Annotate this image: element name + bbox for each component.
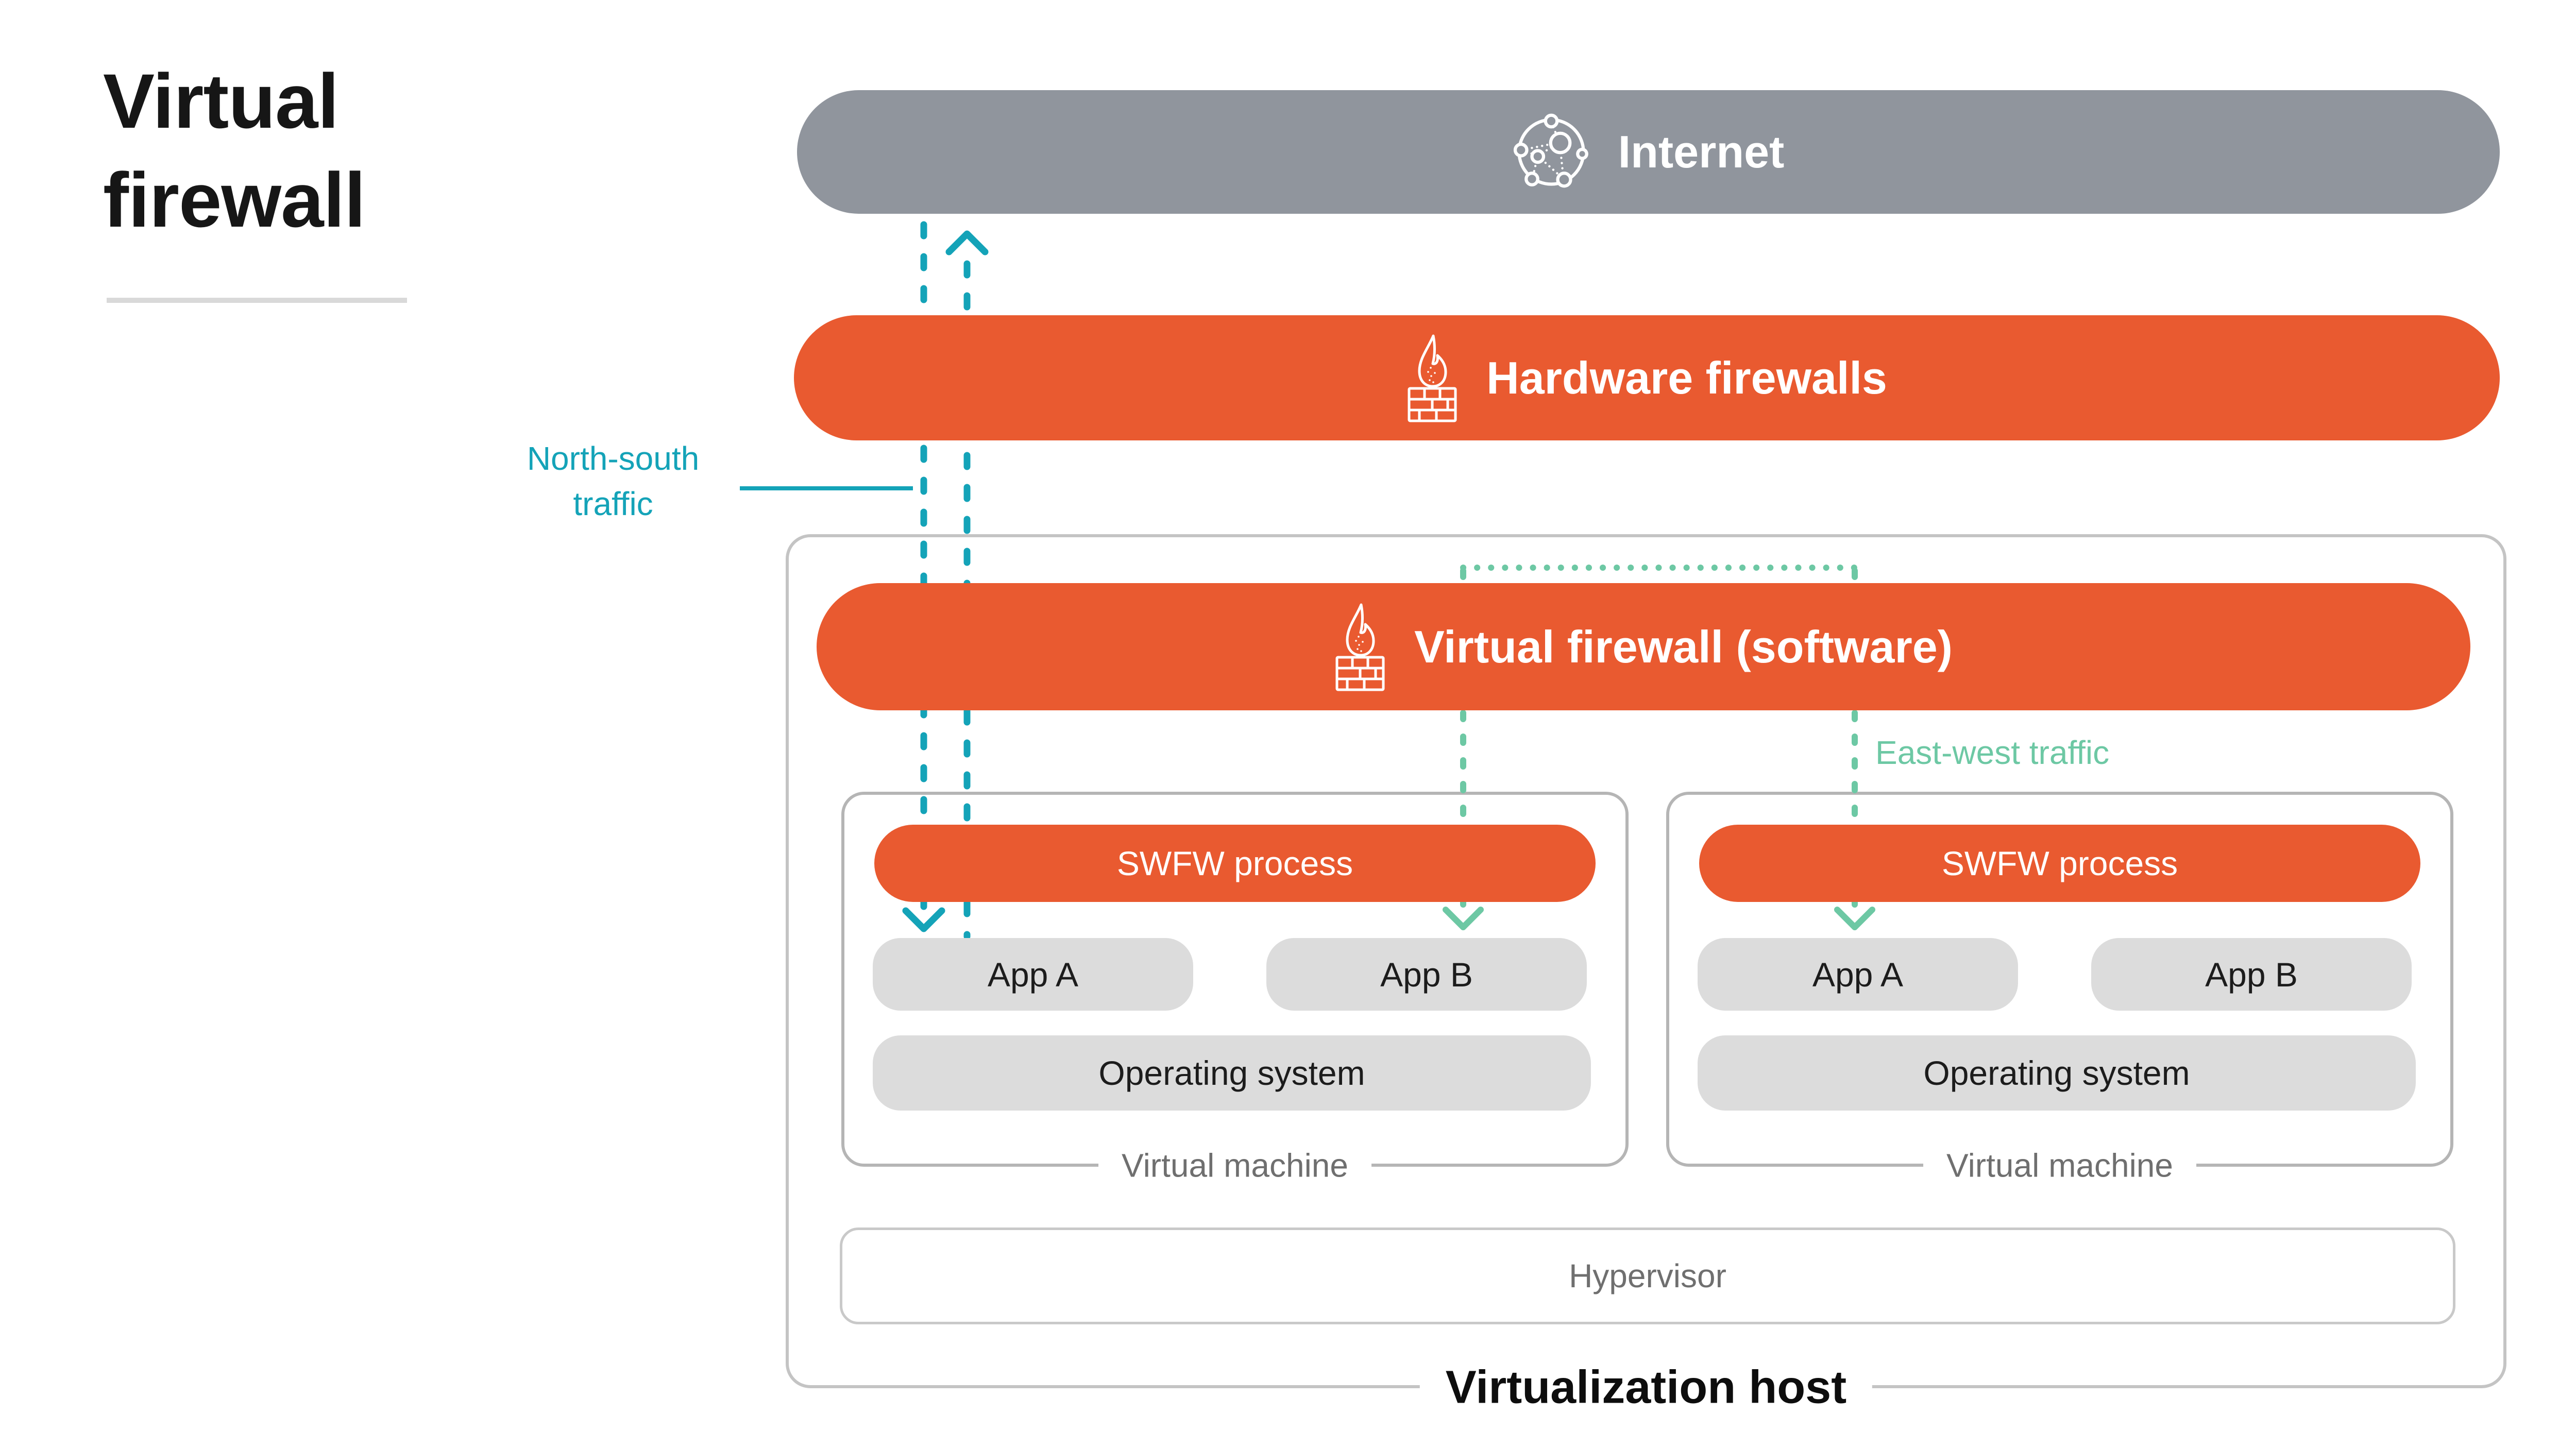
vm1-app-b-pill: App B bbox=[1266, 938, 1587, 1011]
virtualization-host-label: Virtualization host bbox=[1419, 1361, 1873, 1414]
vm2-app-a-label: App A bbox=[1812, 955, 1904, 994]
vm1-operating-system-pill: Operating system bbox=[873, 1035, 1591, 1111]
vm2-swfw-process-bar: SWFW process bbox=[1699, 825, 2420, 902]
vm1-app-b-label: App B bbox=[1380, 955, 1473, 994]
hypervisor-label: Hypervisor bbox=[1569, 1257, 1726, 1294]
vm2-app-b-pill: App B bbox=[2091, 938, 2412, 1011]
hardware-firewalls-bar: Hardware firewalls bbox=[794, 315, 2500, 440]
hypervisor-box: Hypervisor bbox=[840, 1228, 2455, 1324]
east-west-traffic-label: East-west traffic bbox=[1875, 734, 2110, 771]
internet-label: Internet bbox=[1618, 126, 1785, 177]
north-south-traffic-label: North-south traffic bbox=[527, 440, 700, 522]
vm1-app-a-pill: App A bbox=[873, 938, 1193, 1011]
vm1-swfw-process-label: SWFW process bbox=[1116, 844, 1353, 882]
hardware-firewalls-label: Hardware firewalls bbox=[1486, 352, 1887, 403]
vm2-app-a-pill: App A bbox=[1698, 938, 2018, 1011]
firewall-flame-brick-icon bbox=[1408, 334, 1457, 422]
vm1-swfw-process-bar: SWFW process bbox=[874, 825, 1596, 902]
virtual-firewall-label: Virtual firewall (software) bbox=[1414, 621, 1953, 672]
vm2-operating-system-pill: Operating system bbox=[1698, 1035, 2416, 1111]
vm1-label: Virtual machine bbox=[1098, 1146, 1371, 1185]
vm1-box: Virtual machine bbox=[841, 792, 1629, 1185]
globe-network-icon bbox=[1513, 113, 1588, 188]
vm1-app-a-label: App A bbox=[987, 955, 1079, 994]
vm1-operating-system-label: Operating system bbox=[1098, 1054, 1365, 1092]
vm2-box: Virtual machine bbox=[1666, 792, 2453, 1185]
vm2-operating-system-label: Operating system bbox=[1923, 1054, 2190, 1092]
virtual-firewall-bar: Virtual firewall (software) bbox=[817, 583, 2470, 710]
page-title: Virtual firewall bbox=[103, 58, 366, 243]
firewall-flame-brick-icon bbox=[1335, 603, 1385, 691]
vm2-label: Virtual machine bbox=[1923, 1146, 2196, 1185]
vm2-swfw-process-label: SWFW process bbox=[1941, 844, 2178, 882]
virtualization-host-box: Virtualization host bbox=[786, 534, 2506, 1414]
internet-bar: Internet bbox=[797, 90, 2500, 214]
north-south-up-arrowhead bbox=[945, 230, 989, 255]
title-divider bbox=[107, 298, 407, 303]
vm2-app-b-label: App B bbox=[2205, 955, 2298, 994]
